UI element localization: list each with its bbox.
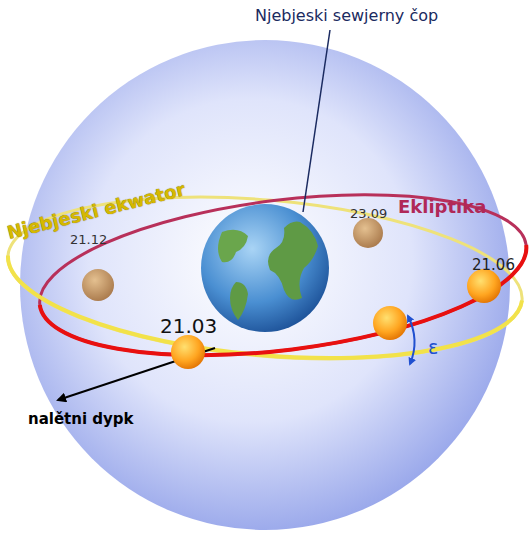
sun-position [353, 218, 383, 248]
continent [218, 230, 248, 263]
ecliptic-label: Ekliptika [398, 196, 486, 218]
ecliptic [40, 245, 527, 355]
equator-back [1, 178, 529, 378]
angle-symbol: ε [428, 336, 438, 359]
continent [230, 282, 248, 320]
date-label: 21.03 [160, 314, 217, 338]
sun-position [467, 269, 501, 303]
point-label: nalětni dypk [28, 410, 134, 428]
earth-globe [201, 204, 329, 332]
sun-position [373, 306, 407, 340]
date-label: 23.09 [350, 206, 387, 222]
angle-arc [408, 316, 415, 364]
sun-position [82, 269, 114, 301]
continent [268, 222, 318, 300]
celestial-sphere [20, 40, 510, 530]
sun-position [171, 335, 205, 369]
date-label: 21.12 [70, 232, 107, 248]
date-label: 21.06 [472, 256, 515, 274]
leader-line [303, 30, 330, 212]
pole-label: Njebjeski sewjerny čop [255, 6, 438, 25]
